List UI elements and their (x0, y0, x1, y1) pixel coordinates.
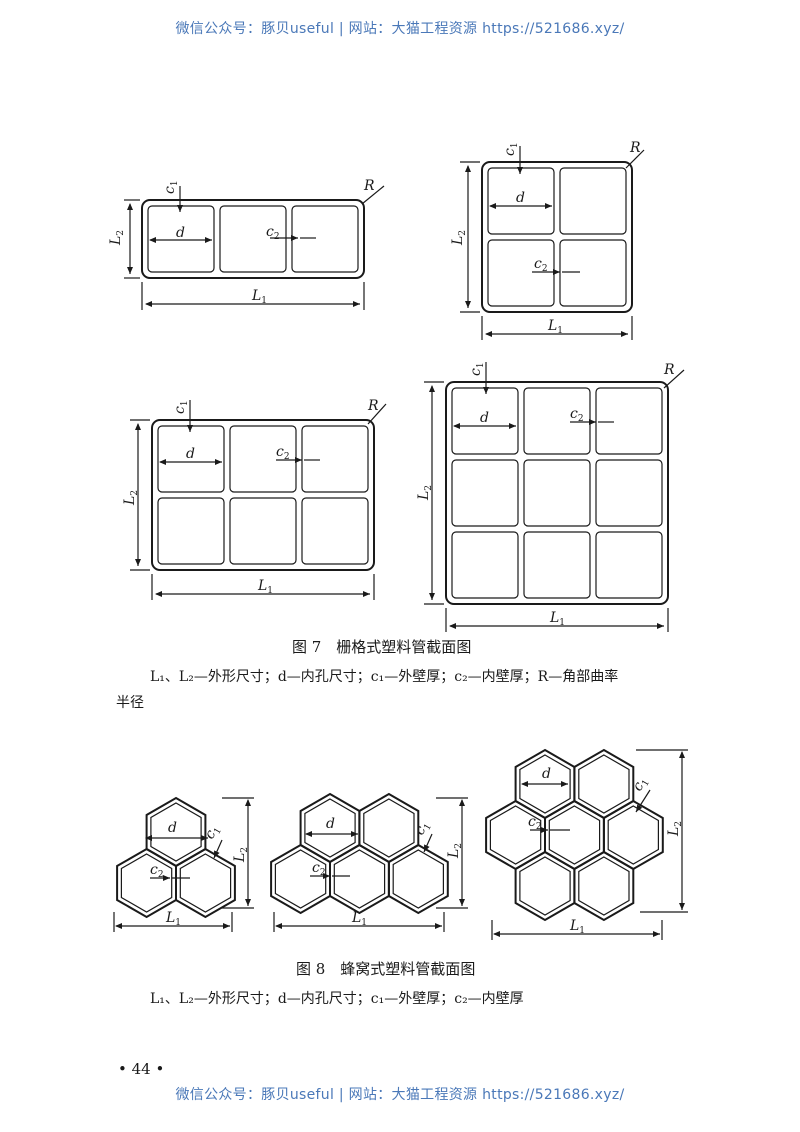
fig7c-R-label: R (367, 398, 379, 414)
fig7-grid-1x3 (124, 185, 385, 310)
fig7a-d-label: d (176, 225, 185, 241)
fig7b-L2-label: L2 (450, 230, 468, 246)
fig7a-L1-label: L1 (251, 288, 267, 306)
fig7d-c1-label: c1 (468, 362, 486, 376)
hex-cell (514, 850, 576, 922)
page-number: • 44 • (118, 1060, 165, 1078)
fig7-grid-3x3 (424, 362, 685, 632)
fig7a-c2-label: c2 (266, 224, 280, 242)
hex-cell (544, 799, 605, 871)
fig8-dimensions (113, 749, 688, 940)
figure7-legend-line2: 半径 (116, 695, 144, 711)
fig7a-c1-label: c1 (162, 180, 180, 194)
fig7d-L1-label: L1 (549, 610, 565, 628)
hex-cell (329, 843, 390, 915)
fig7-grid-2x3 (130, 400, 387, 600)
fig8a-L1-label: L1 (165, 910, 181, 928)
fig8c-d-label: d (542, 766, 551, 782)
hex-cell (573, 748, 635, 820)
fig8b-d-label: d (326, 816, 335, 832)
fig7a-L2-label: L2 (108, 230, 126, 246)
fig8-honeycomb-group (116, 748, 664, 922)
watermark-bottom: 微信公众号：豚贝useful | 网站：大猫工程资源 https://52168… (175, 1087, 625, 1103)
fig7b-d-label: d (516, 190, 525, 206)
fig7b-c1-label: c1 (502, 142, 520, 156)
fig7d-c2-label: c2 (570, 406, 584, 424)
fig7c-d-label: d (186, 446, 195, 462)
hex-cell (485, 799, 546, 871)
fig7d-d-label: d (480, 410, 489, 426)
fig7c-c2-label: c2 (276, 444, 290, 462)
fig7c-L1-label: L1 (257, 578, 273, 596)
hex-cell (573, 850, 635, 922)
fig8b-L1-label: L1 (351, 910, 367, 928)
fig7b-R-label: R (629, 140, 641, 156)
figure8-caption: 图 8 蜂窝式塑料管截面图 (296, 960, 476, 978)
fig7c-L2-label: L2 (122, 490, 140, 506)
fig8a-c2-label: c2 (150, 862, 164, 880)
fig8c-L1-label: L1 (569, 918, 585, 936)
fig7c-c1-label: c1 (172, 400, 190, 414)
fig7b-L1-label: L1 (547, 318, 563, 336)
fig8a-L2-label: L2 (232, 847, 250, 863)
fig8b-L2-label: L2 (446, 843, 464, 859)
hex-cell (116, 847, 177, 919)
fig7-grid-2x2 (460, 146, 645, 340)
fig7d-L2-label: L2 (416, 485, 434, 501)
hex-cell (602, 799, 664, 871)
hex-cell (270, 843, 331, 915)
fig8c-L2-label: L2 (666, 821, 684, 837)
figure7-caption: 图 7 栅格式塑料管截面图 (292, 638, 472, 656)
fig7a-R-label: R (363, 178, 375, 194)
fig7b-c2-label: c2 (534, 256, 548, 274)
figure7-legend-line1: L₁、L₂—外形尺寸；d—内孔尺寸；c₁—外壁厚；c₂—内壁厚；R—角部曲率 (150, 669, 619, 685)
fig8c-c2-label: c2 (528, 814, 542, 832)
figure8-legend: L₁、L₂—外形尺寸；d—内孔尺寸；c₁—外壁厚；c₂—内壁厚 (150, 991, 524, 1007)
watermark-top: 微信公众号：豚贝useful | 网站：大猫工程资源 https://52168… (175, 21, 625, 37)
hex-cell (358, 792, 420, 864)
fig7d-R-label: R (663, 362, 675, 378)
fig8a-d-label: d (168, 820, 177, 836)
hex-cell (387, 843, 449, 915)
hex-cell (175, 847, 236, 919)
